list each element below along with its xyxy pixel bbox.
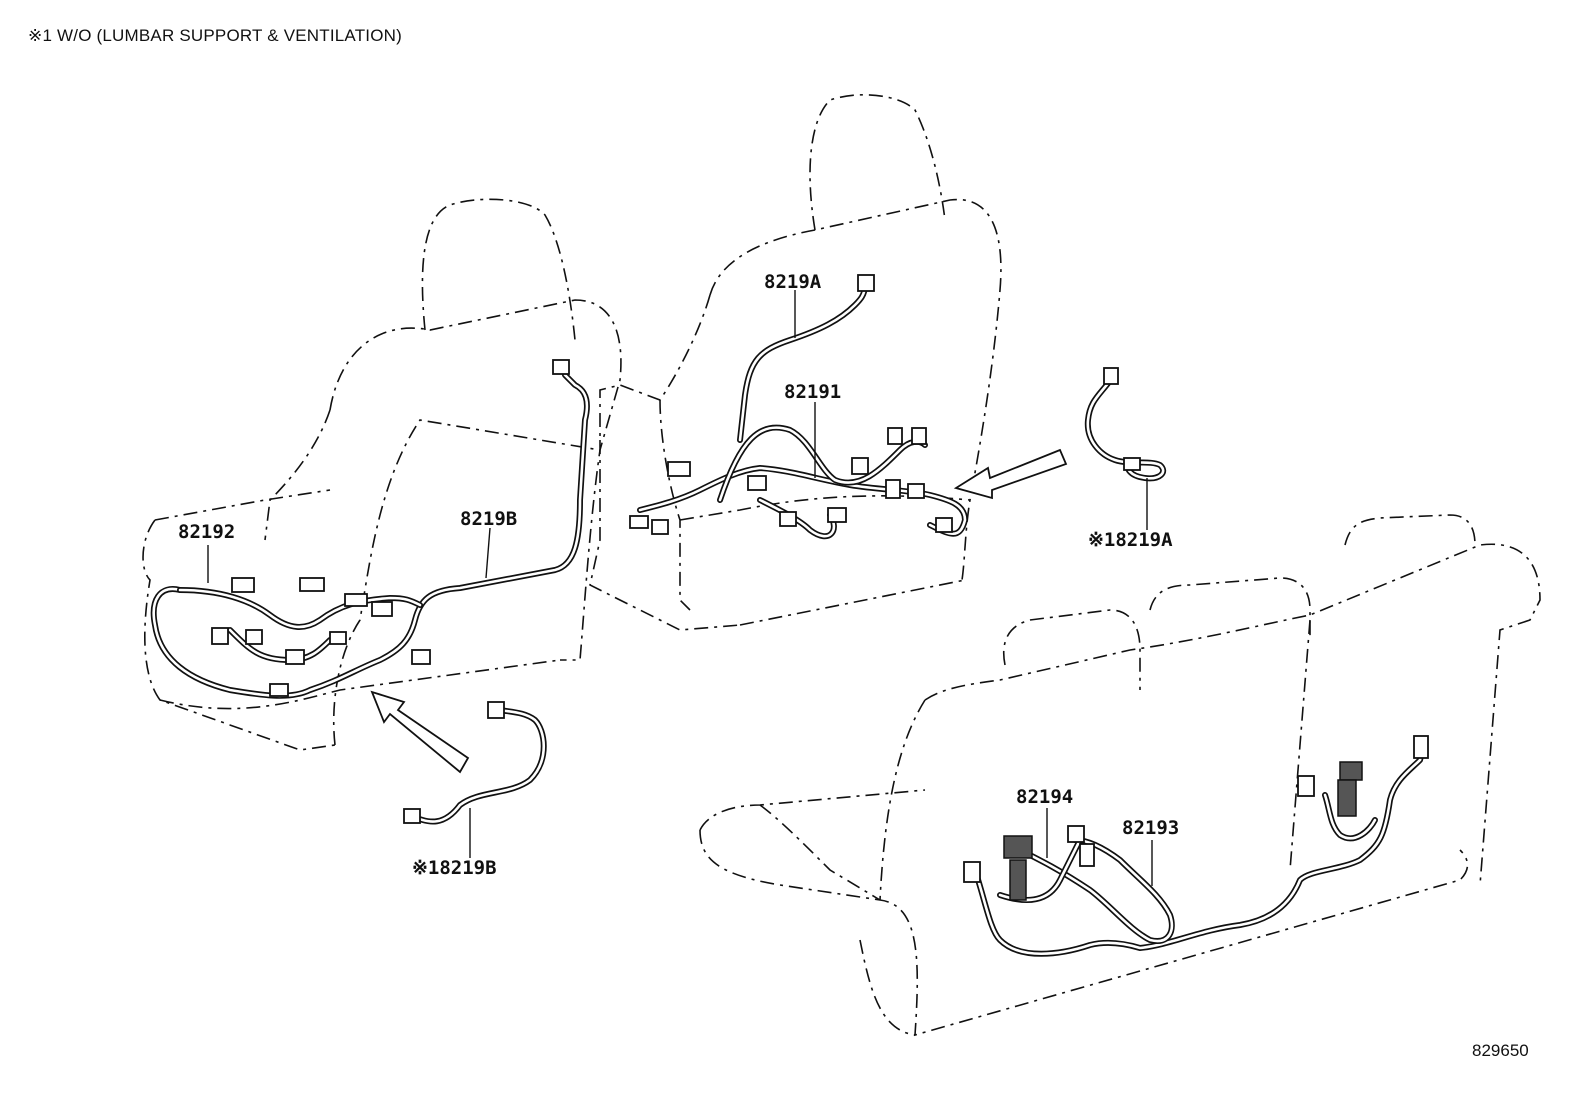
connector bbox=[552, 359, 570, 375]
part-label-8219A: 8219A bbox=[764, 271, 822, 293]
front-seat-right bbox=[589, 94, 1068, 631]
view-direction-arrow bbox=[953, 448, 1068, 500]
part-label-82193: 82193 bbox=[1122, 817, 1179, 839]
view-direction-arrow bbox=[370, 690, 470, 774]
connector bbox=[269, 683, 289, 697]
part-label-8219A-alt: ※18219A bbox=[1088, 529, 1173, 551]
connector bbox=[211, 627, 229, 645]
front-seat-left bbox=[142, 198, 622, 774]
connector bbox=[245, 629, 263, 645]
figure-number: 829650 bbox=[1472, 1041, 1529, 1060]
connector bbox=[371, 601, 393, 617]
connector bbox=[231, 577, 255, 593]
connector bbox=[329, 631, 347, 645]
part-label-82191: 82191 bbox=[784, 381, 841, 403]
rear-bench-seat bbox=[699, 514, 1541, 1037]
harness-8219B-alt bbox=[403, 701, 547, 858]
connector bbox=[411, 649, 431, 665]
harness-8219A-alt bbox=[1084, 367, 1167, 530]
part-label-82192: 82192 bbox=[178, 521, 235, 543]
part-label-8219B-alt: ※18219B bbox=[412, 857, 497, 879]
connector bbox=[344, 593, 368, 607]
part-label-82194: 82194 bbox=[1016, 786, 1073, 808]
footnote-legend: ※1 W/O (LUMBAR SUPPORT & VENTILATION) bbox=[28, 26, 402, 45]
part-label-8219B: 8219B bbox=[460, 508, 517, 530]
connector bbox=[285, 649, 305, 665]
connector bbox=[299, 577, 325, 592]
